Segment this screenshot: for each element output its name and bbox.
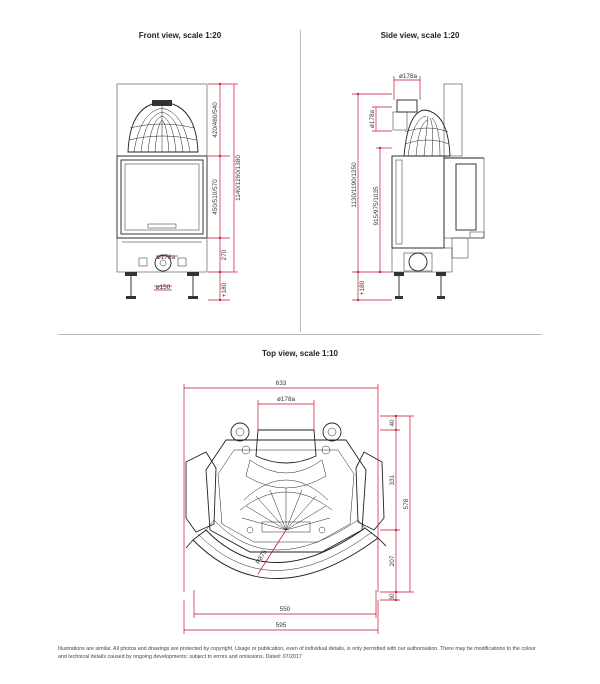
side-dim-feet: +180 <box>359 280 366 295</box>
top-dim-40: 40 <box>389 419 396 427</box>
front-dim-feet: +180 <box>221 282 228 297</box>
top-flue-diameter: ø178a <box>277 396 296 403</box>
front-dim-door: 450/510/570 <box>212 179 219 215</box>
top-view-title: Top view, scale 1:10 <box>261 349 339 358</box>
top-dim-radius: R875 <box>255 548 269 565</box>
front-dimensions: 420/480/540 450/510/570 1140/1260/1380 2… <box>154 82 242 302</box>
side-view-title: Side view, scale 1:20 <box>380 31 460 40</box>
top-dim-550: 550 <box>280 606 291 613</box>
top-dim-578: 578 <box>403 498 410 509</box>
front-flue-diameter: ø178a <box>157 254 176 261</box>
top-dim-595: 595 <box>276 622 287 629</box>
front-view-title: Front view, scale 1:20 <box>138 31 222 40</box>
horizontal-divider <box>58 334 542 335</box>
side-view-drawing <box>391 83 485 299</box>
copyright-footer: Illustrations are similar. All photos an… <box>58 646 536 660</box>
top-view-drawing <box>185 422 387 579</box>
front-view-drawing <box>116 83 208 299</box>
front-dim-total: 1140/1260/1380 <box>235 155 242 201</box>
side-flue-back-diameter: ø178a <box>369 109 376 128</box>
side-flue-top-diameter: ø178a <box>399 73 418 80</box>
top-dim-633: 633 <box>276 380 287 387</box>
top-dim-331: 331 <box>389 474 396 485</box>
front-dim-base: 270 <box>221 249 228 260</box>
front-dim-top: 420/480/540 <box>212 102 219 138</box>
vertical-divider <box>300 30 301 332</box>
top-dimensions: 633 ø178a 40 331 578 207 30 R875 550 <box>183 380 414 634</box>
side-dimensions: ø178a ø178a 1130/1190/1250 915/975/1035 … <box>351 73 421 302</box>
top-dim-207: 207 <box>389 555 396 566</box>
side-dim-total: 1130/1190/1250 <box>351 162 358 208</box>
top-dim-30: 30 <box>389 593 396 601</box>
front-air-diameter: ø150 <box>156 284 171 291</box>
side-dim-mid: 915/975/1035 <box>373 186 380 226</box>
